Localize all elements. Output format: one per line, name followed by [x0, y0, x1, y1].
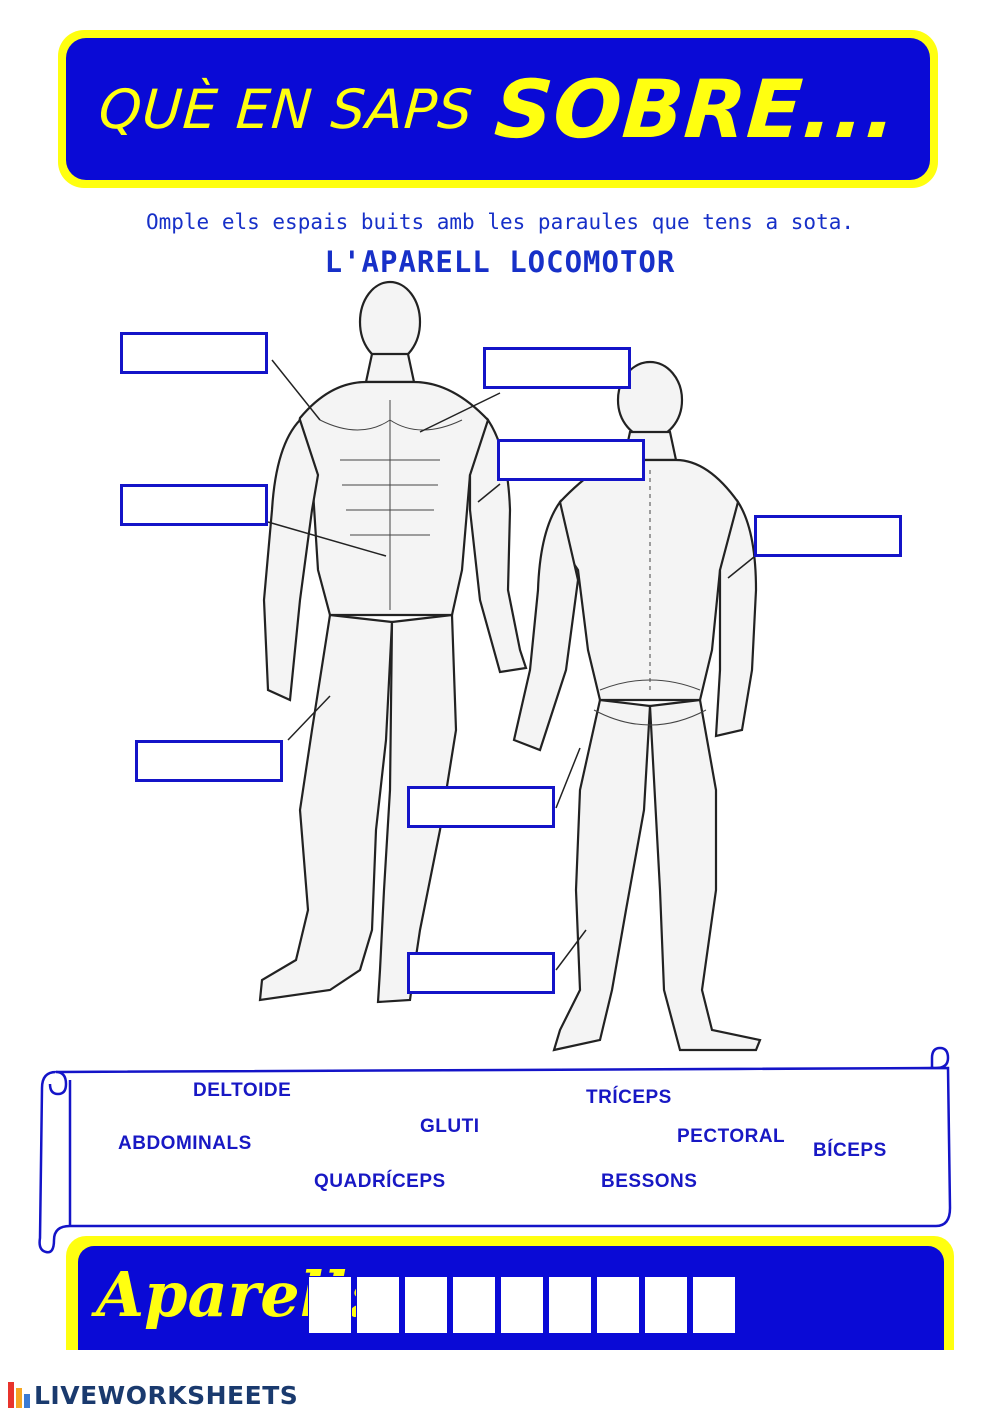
- word-bank-scroll: [38, 1046, 952, 1254]
- label-blank-abdomen[interactable]: [120, 484, 268, 526]
- title-banner-inner: QUÈ EN SAPS SOBRE...: [66, 38, 930, 180]
- front-muscle-lines: [319, 400, 463, 610]
- title-banner: QUÈ EN SAPS SOBRE...: [58, 30, 938, 188]
- muscle-figures-illustration: [258, 280, 762, 1052]
- back-figure: [512, 360, 762, 1052]
- label-blank-chest[interactable]: [483, 347, 631, 389]
- answer-letter-6[interactable]: [548, 1276, 592, 1334]
- liveworksheets-logo: LIVEWORKSHEETS: [8, 1380, 298, 1410]
- answer-letter-5[interactable]: [500, 1276, 544, 1334]
- answer-letter-3[interactable]: [404, 1276, 448, 1334]
- label-blank-shoulder[interactable]: [120, 332, 268, 374]
- word-bessons[interactable]: BESSONS: [601, 1171, 698, 1192]
- label-blank-thigh[interactable]: [135, 740, 283, 782]
- answer-letter-1[interactable]: [308, 1276, 352, 1334]
- word-biceps[interactable]: BÍCEPS: [813, 1140, 887, 1161]
- answer-letter-9[interactable]: [692, 1276, 736, 1334]
- instruction-text: Omple els espais buits amb les paraules …: [145, 210, 854, 234]
- word-triceps[interactable]: TRÍCEPS: [586, 1087, 672, 1108]
- page-subtitle: L'APARELL LOCOMOTOR: [324, 245, 676, 279]
- title-main: SOBRE...: [491, 62, 901, 156]
- logo-text: LIVEWORKSHEETS: [34, 1380, 299, 1410]
- word-pectoral[interactable]: PECTORAL: [677, 1126, 786, 1147]
- answer-letter-4[interactable]: [452, 1276, 496, 1334]
- title-prefix: QUÈ EN SAPS: [96, 77, 476, 141]
- word-abdominals[interactable]: ABDOMINALS: [118, 1133, 252, 1154]
- word-gluti[interactable]: GLUTI: [420, 1116, 480, 1137]
- front-figure: [258, 280, 528, 1004]
- back-muscle-lines: [593, 470, 707, 726]
- liveworksheets-logo-icon: [8, 1382, 30, 1408]
- label-blank-arm[interactable]: [497, 439, 645, 481]
- label-blank-back-arm[interactable]: [754, 515, 902, 557]
- word-deltoide[interactable]: DELTOIDE: [193, 1080, 292, 1101]
- answer-letter-2[interactable]: [356, 1276, 400, 1334]
- word-quadriceps[interactable]: QUADRÍCEPS: [314, 1171, 446, 1192]
- label-blank-buttock[interactable]: [407, 786, 555, 828]
- answer-letter-8[interactable]: [644, 1276, 688, 1334]
- answer-bar: Aparell:: [66, 1236, 954, 1350]
- answer-bar-inner: Aparell:: [78, 1246, 944, 1350]
- leader-lines: [267, 359, 755, 971]
- label-blank-calf[interactable]: [407, 952, 555, 994]
- answer-letter-7[interactable]: [596, 1276, 640, 1334]
